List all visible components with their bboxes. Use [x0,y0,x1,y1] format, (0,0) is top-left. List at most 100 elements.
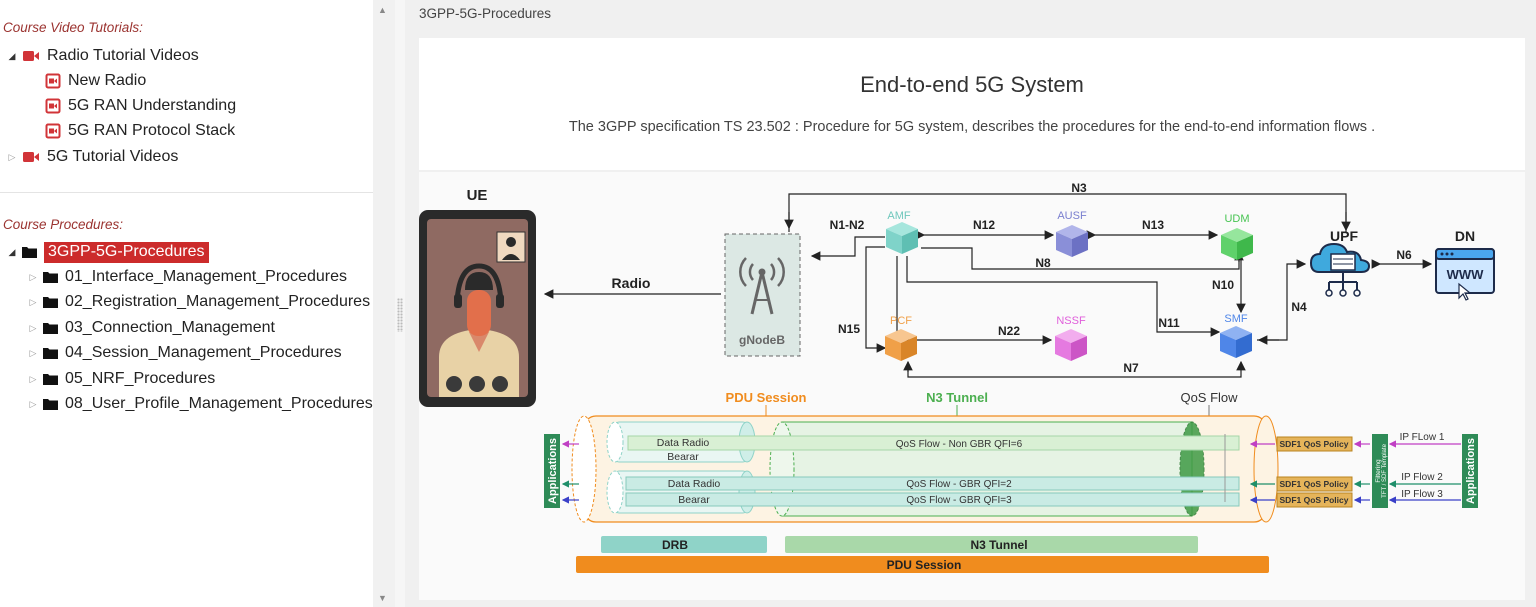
ausf-cube-icon [1056,225,1088,257]
section-divider [0,192,373,193]
tree-item-label: 01_Interface_Management_Procedures [65,268,347,285]
amf-cube-icon [886,222,918,254]
tree-item-5g-ran-understanding[interactable]: 5G RAN Understanding [45,94,236,118]
folder-icon [22,246,37,258]
applications-box-left [544,434,560,508]
tree-item-label: New Radio [68,72,147,89]
collapsed-triangle-icon[interactable]: ▷ [29,322,37,333]
tree-item-label: Radio Tutorial Videos [47,47,199,64]
tft-sdf-template-label: TFT / SDF Template [1382,443,1388,497]
radio-label: Radio [612,275,651,291]
collapsed-triangle-icon[interactable]: ▷ [29,296,37,307]
smf-label: SMF [1224,313,1248,325]
pcf-label: PCF [890,315,912,327]
n3-tunnel-label: N3 Tunnel [926,390,988,405]
smf-cube-icon [1220,326,1252,358]
www-text: WWW [1447,267,1485,282]
procedures-heading: Course Procedures: [3,217,124,232]
n1n2-label: N1-N2 [830,218,865,232]
tree-item-3gpp-5g-procedures[interactable]: ◢ 3GPP-5G-Procedures [6,240,209,264]
antenna-tower-icon [739,257,785,315]
splitter-grip-icon[interactable] [397,298,403,332]
folder-icon [43,373,58,385]
pdu-session-bar-label: PDU Session [887,558,962,572]
tree-item-label: 05_NRF_Procedures [65,370,216,387]
sdf-policy-box-2 [1276,476,1353,492]
qos-flow-2-label: QoS Flow - GBR QFI=2 [906,479,1012,490]
n10-label: N10 [1212,278,1234,292]
tree-item-label: 02_Registration_Management_Procedures [65,293,371,310]
applications-label-right: Applications [1465,438,1477,504]
sidebar: Course Video Tutorials: ◢ Radio Tutorial… [0,0,373,607]
n11-label: N11 [1158,316,1180,330]
nssf-node: NSSF [1055,315,1087,361]
filtering-bar [1372,434,1388,508]
video-file-icon [45,73,61,89]
drb-label-2a: Data Radio [668,478,721,490]
tree-item-registration-management[interactable]: ▷ 02_Registration_Management_Procedures [27,290,371,314]
collapsed-triangle-icon[interactable]: ▷ [8,151,16,162]
n7-label: N7 [1123,361,1139,375]
tree-item-5g-ran-protocol-stack[interactable]: 5G RAN Protocol Stack [45,119,235,143]
nssf-cube-icon [1055,329,1087,361]
folder-icon [43,271,58,283]
collapsed-triangle-icon[interactable]: ▷ [29,373,37,384]
tree-item-session-management[interactable]: ▷ 04_Session_Management_Procedures [27,341,342,365]
tree-item-connection-management[interactable]: ▷ 03_Connection_Management [27,316,275,340]
collapsed-triangle-icon[interactable]: ▷ [29,398,37,409]
ausf-node: AUSF [1056,210,1088,257]
smf-node: SMF [1220,313,1252,358]
pcf-node: PCF [885,315,917,361]
video-file-icon [45,98,61,114]
drb-label-1b: Bearar [667,451,699,463]
tree-item-label: 08_User_Profile_Management_Procedures [65,395,373,412]
collapsed-triangle-icon[interactable]: ▷ [29,271,37,282]
tree-item-label: 5G Tutorial Videos [47,148,179,165]
tree-item-5g-tutorial-videos[interactable]: ▷ 5G Tutorial Videos [6,145,179,169]
web-browser-icon: WWW [1435,248,1495,301]
n15-label: N15 [838,322,860,336]
udm-cube-icon [1221,228,1253,260]
folder-icon [43,398,58,410]
tree-item-new-radio[interactable]: New Radio [45,69,146,93]
scroll-up-arrow-icon[interactable]: ▲ [378,5,387,15]
sdf-policy-label-3: SDF1 QoS Policy [1280,495,1349,505]
video-camera-icon [22,150,40,164]
amf-node: AMF [886,210,918,254]
video-tutorials-heading: Course Video Tutorials: [3,20,143,35]
cloud-server-icon [1309,242,1371,297]
ausf-label: AUSF [1057,210,1087,222]
applications-box-right [1462,434,1478,508]
tree-item-user-profile-management[interactable]: ▷ 08_User_Profile_Management_Procedures [27,392,373,416]
header-card: End-to-end 5G System The 3GPP specificat… [419,38,1525,170]
qos-flow-3-label: QoS Flow - GBR QFI=3 [906,495,1012,506]
tree-item-radio-tutorial-videos[interactable]: ◢ Radio Tutorial Videos [6,44,199,68]
collapsed-triangle-icon[interactable]: ▷ [29,347,37,358]
folder-icon [43,296,58,308]
expanded-triangle-icon[interactable]: ◢ [8,50,16,61]
sdf-policy-label-1: SDF1 QoS Policy [1280,439,1349,449]
qos-flow-label: QoS Flow [1180,390,1238,405]
tree-item-label: 03_Connection_Management [65,319,275,336]
gnodeb-box: gNodeB [724,233,801,357]
n3-tunnel-bar-label: N3 Tunnel [970,538,1027,552]
n4-label: N4 [1291,300,1307,314]
n8-label: N8 [1035,256,1051,270]
drb-bar [601,536,767,553]
drb-bar-label: DRB [662,538,688,552]
applications-label-left: Applications [547,438,559,504]
drb-label-2b: Bearar [678,494,710,506]
filtering-label: Filtering [1375,459,1382,483]
sidebar-scrollbar[interactable]: ▲ ▼ [373,0,395,607]
scroll-down-arrow-icon[interactable]: ▼ [378,593,387,603]
tree-item-interface-management[interactable]: ▷ 01_Interface_Management_Procedures [27,265,347,289]
ip-flow-2-label: IP Flow 2 [1401,472,1443,483]
page-title: End-to-end 5G System [860,72,1084,97]
nssf-label: NSSF [1056,315,1086,327]
tree-item-nrf-procedures[interactable]: ▷ 05_NRF_Procedures [27,367,216,391]
expanded-triangle-icon[interactable]: ◢ [8,246,16,257]
pdu-session-label: PDU Session [726,390,807,405]
udm-node: UDM [1221,213,1253,260]
qos-flow-bar-2 [625,476,1240,491]
ue-phone-icon [419,210,536,407]
